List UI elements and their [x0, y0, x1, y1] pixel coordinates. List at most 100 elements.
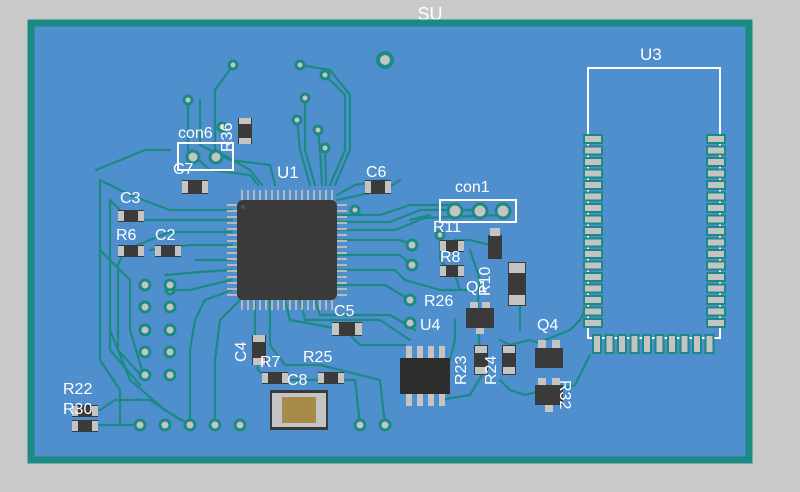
label-r26: R26: [424, 293, 453, 310]
u3-pad: [583, 134, 603, 144]
label-r7: R7: [260, 354, 281, 371]
u3-module: [583, 67, 726, 354]
pcb-board: [27, 19, 753, 464]
u1-pin: [319, 300, 321, 310]
u1-pin: [331, 300, 333, 310]
silkscreen-labels: U3 U1 con1 con6 R36 C7 C6 C3 R6 C2 C5 C4…: [63, 45, 662, 418]
u3-pad: [592, 334, 602, 354]
label-con1: con1: [455, 179, 490, 196]
u1-pin: [337, 258, 347, 260]
label-r30: R30: [63, 401, 92, 418]
u3-pad: [583, 260, 603, 271]
u1-pin: [227, 210, 237, 212]
u3-pad: [706, 260, 726, 271]
u1-pin: [227, 276, 237, 278]
u1-pin: [337, 282, 347, 284]
u3-pad: [583, 318, 603, 328]
u3-pad: [583, 203, 603, 213]
label-r6: R6: [116, 227, 137, 244]
u1-pin: [241, 300, 243, 310]
u1-pin: [253, 300, 255, 310]
u3-pad: [706, 134, 726, 144]
u1-pin: [259, 300, 261, 310]
u1-pin: [313, 190, 315, 200]
label-u3: U3: [640, 45, 662, 64]
con1-connector: [439, 199, 517, 223]
u1-pin: [227, 264, 237, 266]
u1-pin: [307, 190, 309, 200]
u1-pin: [227, 204, 237, 206]
pin-header-grid: [138, 278, 177, 382]
u1-pin: [227, 216, 237, 218]
u3-pad: [704, 334, 715, 354]
u3-pad: [654, 334, 665, 354]
u3-pad: [583, 272, 603, 282]
u3-pad: [583, 226, 603, 236]
label-q4: Q4: [537, 317, 558, 334]
u3-pad: [706, 318, 726, 328]
u1-pin: [337, 294, 347, 296]
u3-pad: [583, 306, 603, 317]
u1-pin: [325, 190, 327, 200]
u1-pin: [227, 222, 237, 224]
u3-pad: [583, 145, 603, 156]
smd-components: [72, 118, 563, 432]
u3-pad: [706, 237, 726, 248]
u1-pin: [227, 288, 237, 290]
u3-pad: [706, 226, 726, 236]
ghost-label: SU: [417, 4, 442, 24]
u3-pad: [583, 180, 603, 190]
u3-pad: [583, 283, 603, 294]
u1-pin: [295, 190, 297, 200]
label-r25: R25: [303, 349, 332, 366]
u1-pin: [301, 190, 303, 200]
u1-pin: [337, 210, 347, 212]
u1-pin: [337, 234, 347, 236]
u1-pin: [247, 190, 249, 200]
u1-pin: [227, 282, 237, 284]
u3-pad: [583, 295, 603, 305]
label-r22: R22: [63, 381, 92, 398]
label-c7: C7: [173, 161, 194, 178]
u3-pad: [617, 334, 627, 354]
label-c5: C5: [334, 303, 355, 320]
label-r32: R32: [556, 380, 573, 409]
label-u1: U1: [277, 163, 299, 182]
u3-pad: [706, 180, 726, 190]
u3-pad: [667, 334, 677, 354]
u1-pin: [253, 190, 255, 200]
label-r36: R36: [219, 123, 236, 152]
label-r10: R10: [477, 267, 494, 296]
u3-pad: [706, 249, 726, 259]
u3-pad: [706, 214, 726, 225]
u1-pin: [259, 190, 261, 200]
u3-pad: [706, 168, 726, 179]
u1-pin: [295, 300, 297, 310]
u1-pin: [271, 190, 273, 200]
u3-pad: [583, 157, 603, 167]
u3-pad: [642, 334, 652, 354]
u3-pad: [692, 334, 702, 354]
u1-pin: [337, 252, 347, 254]
u1-pin: [313, 300, 315, 310]
label-q1: Q1: [466, 279, 487, 296]
label-r8: R8: [440, 249, 461, 266]
u1-pin: [307, 300, 309, 310]
u1-pin: [271, 300, 273, 310]
u1-pin: [337, 276, 347, 278]
u3-pad: [604, 334, 615, 354]
u1-pin: [277, 190, 279, 200]
u1-pin: [319, 190, 321, 200]
u1-pin: [277, 300, 279, 310]
u1-pin: [325, 300, 327, 310]
label-c8: C8: [287, 372, 308, 389]
u1-pin: [265, 300, 267, 310]
u1-pin: [337, 288, 347, 290]
u1-pin: [227, 246, 237, 248]
u1-pin: [337, 246, 347, 248]
u1-pin: [337, 204, 347, 206]
u3-pad: [706, 203, 726, 213]
u3-pad: [706, 306, 726, 317]
u1-pin: [331, 190, 333, 200]
